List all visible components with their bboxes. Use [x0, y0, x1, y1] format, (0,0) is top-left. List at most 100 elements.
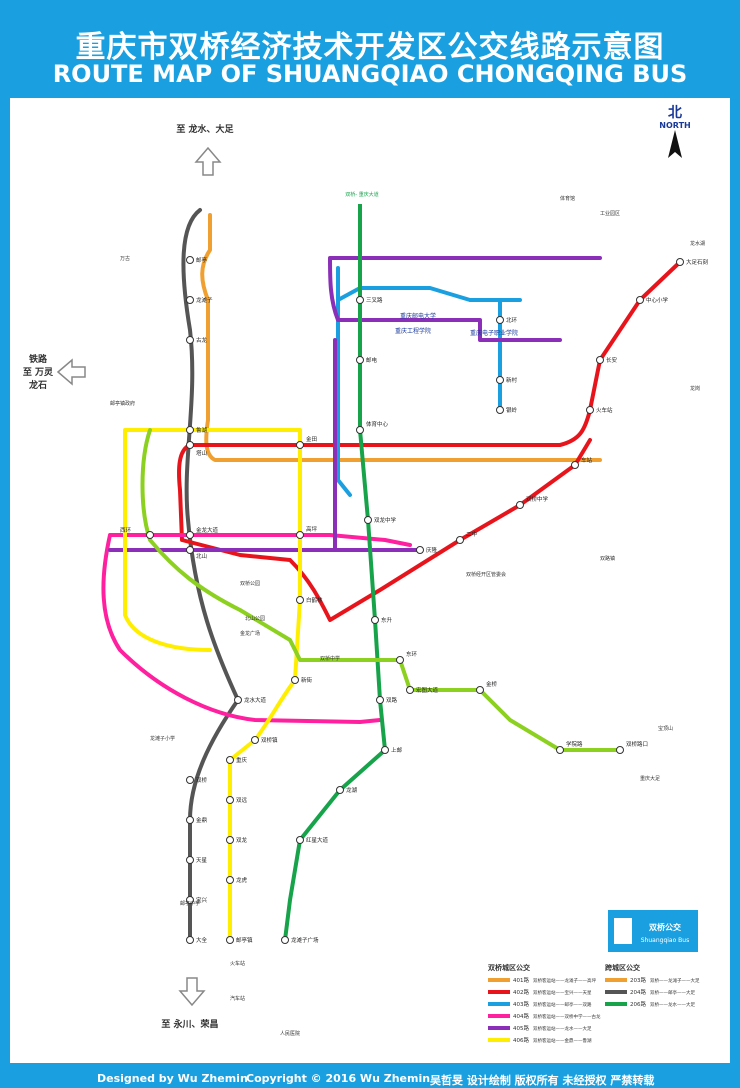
- shuangqiao-bus-logo: 双桥公交 Shuangqiao Bus: [608, 910, 698, 952]
- station-marker: [186, 336, 194, 344]
- compass-label-cn: 北: [668, 105, 682, 121]
- station-marker: [186, 936, 194, 944]
- station-label: 银岭: [506, 406, 518, 414]
- station-marker: [586, 406, 594, 414]
- station-label: 大全: [196, 936, 208, 944]
- station-label: 新街: [301, 676, 313, 684]
- poi-label: 体育馆: [560, 195, 575, 202]
- north-arrow-icon: [194, 146, 222, 176]
- station-marker: [571, 461, 579, 469]
- station-marker: [364, 516, 372, 524]
- poi-label: 重庆大足: [640, 775, 660, 782]
- station-label: 双桥镇: [261, 736, 278, 744]
- highway-label-box: [350, 188, 374, 204]
- station-label: 中心小学: [646, 296, 669, 304]
- station-marker: [616, 746, 624, 754]
- route-204-line: [181, 208, 240, 942]
- station-label: 西环: [120, 527, 132, 534]
- route-map-svg: 北 NORTH 至 龙水、大足 铁路 至 万灵 龙石 至 永川、荣昌: [23, 105, 709, 1044]
- legend-desc: 双桥客运站——金鼎——鲁湖: [533, 1037, 592, 1044]
- station-marker: [186, 441, 194, 449]
- station-marker: [186, 531, 194, 539]
- poi-label: 火车站: [230, 960, 245, 967]
- station-label: 金龙大道: [196, 526, 219, 534]
- station-label: 双龙中学: [374, 516, 397, 524]
- poi-label: 双桥中学: [320, 655, 340, 662]
- station-marker: [186, 296, 194, 304]
- station-marker: [186, 856, 194, 864]
- footer-designer: Designed by Wu Zhemin: [97, 1072, 248, 1085]
- poi-label: 邮亭镇政府: [110, 400, 135, 407]
- station-marker: [596, 356, 604, 364]
- station-label: 龙虎: [236, 876, 248, 884]
- station-marker: [226, 936, 234, 944]
- station-marker: [676, 258, 684, 266]
- station-label: 宏图大道: [416, 686, 439, 694]
- station-marker: [356, 426, 364, 434]
- station-marker: [336, 786, 344, 794]
- south-direction-label: 至 永川、荣昌: [161, 1018, 218, 1030]
- station-label: 大足石刻: [686, 258, 709, 266]
- station-marker: [516, 501, 524, 509]
- station-marker: [226, 796, 234, 804]
- station-label: 东升: [381, 616, 393, 624]
- station-marker: [186, 426, 194, 434]
- poi-label: 重庆邮电大学: [400, 312, 436, 320]
- station-label: 古龙: [196, 336, 208, 344]
- station-marker: [296, 441, 304, 449]
- station-label: 三叉路: [366, 296, 383, 304]
- station-label: 金桥: [486, 680, 498, 688]
- route-205-line: [140, 428, 622, 752]
- highway-label: 双桥- 重庆大道: [345, 191, 378, 198]
- station-label: 龙水大道: [244, 696, 267, 704]
- legend-route: 403路: [513, 1000, 529, 1008]
- station-marker: [476, 686, 484, 694]
- station-marker: [234, 696, 242, 704]
- station-label: 北环: [506, 316, 518, 324]
- poi-label: 重庆工程学院: [395, 327, 431, 335]
- legend-desc: 双桥客运站——龙滩子——高坪: [533, 977, 596, 984]
- map-title-cn: 重庆市双桥经济技术开发区公交线路示意图: [75, 30, 665, 65]
- station-marker: [296, 596, 304, 604]
- station-marker: [496, 376, 504, 384]
- poi-label: 万古: [120, 255, 130, 262]
- station-marker: [186, 816, 194, 824]
- poi-label: 龙滩子小学: [150, 735, 175, 742]
- station-label: 塔山: [196, 449, 207, 457]
- legend-desc: 双桥——龙滩子——大足: [650, 977, 700, 984]
- legend-urban-title: 双桥城区公交: [488, 963, 531, 972]
- legend-desc: 双桥客运站——双桥中学——古龙: [533, 1013, 601, 1020]
- station-marker: [456, 536, 464, 544]
- station-marker: [356, 356, 364, 364]
- station-label: 双桥路口: [626, 740, 648, 748]
- poi-label: 双桥公园: [240, 580, 260, 587]
- station-label: 龙滩子广场: [291, 936, 319, 944]
- poi-label: 双路镇: [600, 555, 615, 562]
- legend-desc: 双桥客运站——邮亭——双路: [533, 1001, 592, 1008]
- legend-route: 402路: [513, 988, 529, 996]
- station-marker: [186, 256, 194, 264]
- station-marker: [291, 676, 299, 684]
- station-label: 双路: [386, 696, 398, 704]
- station-marker: [416, 546, 424, 554]
- legend-desc: 双桥——邮亭——大足: [650, 989, 695, 996]
- legend-desc: 双桥——龙水——大足: [650, 1001, 695, 1008]
- station-marker: [396, 656, 404, 664]
- station-label: 上邮: [391, 746, 403, 754]
- poi-label: 邮亭中学: [180, 900, 200, 907]
- poi-label: 工业园区: [600, 210, 620, 217]
- station-label: 双远: [236, 796, 248, 804]
- logo-text-en: Shuangqiao Bus: [641, 937, 689, 944]
- station-label: 金田: [306, 435, 317, 443]
- station-marker: [186, 546, 194, 554]
- station-label: 白鹤林: [306, 596, 323, 604]
- compass-icon: 北 NORTH: [659, 105, 691, 158]
- station-marker: [636, 296, 644, 304]
- station-marker: [496, 406, 504, 414]
- route-map-panel: 北 NORTH 至 龙水、大足 铁路 至 万灵 龙石 至 永川、荣昌: [10, 98, 730, 1063]
- route-401-line: [200, 213, 602, 462]
- station-label: 车站: [581, 456, 593, 464]
- route-402-line: [177, 260, 682, 622]
- legend-route: 406路: [513, 1036, 529, 1044]
- station-label: 二中: [466, 530, 477, 538]
